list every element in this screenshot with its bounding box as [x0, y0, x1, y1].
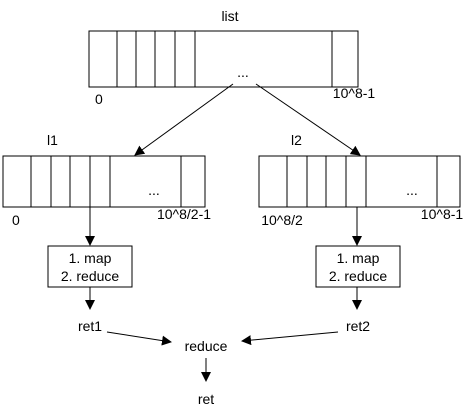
right-array: l2 ... 10^8/2 10^8-1	[258, 132, 464, 228]
top-array-label: list	[221, 8, 238, 24]
merge-reduce-label: reduce	[185, 338, 228, 354]
right-array-label: l2	[291, 132, 302, 148]
left-array-box	[2, 155, 206, 208]
top-array: list ... 0 10^8-1	[88, 8, 376, 107]
right-array-index-end: 10^8-1	[421, 206, 464, 222]
left-array-index-end: 10^8/2-1	[157, 206, 211, 222]
left-array-label: l1	[47, 132, 58, 148]
right-process-box: 1. map 2. reduce	[315, 245, 401, 288]
right-process-rect	[315, 245, 401, 288]
left-process-box: 1. map 2. reduce	[47, 245, 133, 288]
left-array: l1 ... 0 10^8/2-1	[2, 132, 211, 228]
top-array-index-end: 10^8-1	[333, 85, 376, 101]
left-array-index-start: 0	[12, 212, 20, 228]
final-result-label: ret	[198, 391, 214, 407]
right-array-box	[258, 155, 461, 208]
right-process-line-2: 2. reduce	[329, 268, 388, 284]
split-arrow-left	[134, 83, 234, 156]
top-array-box	[88, 30, 359, 88]
right-process-line-1: 1. map	[337, 250, 380, 266]
left-array-ellipsis: ...	[148, 182, 160, 198]
left-process-line-2: 2. reduce	[61, 268, 120, 284]
top-array-index-start: 0	[95, 91, 103, 107]
left-merge-arrow	[106, 331, 172, 346]
right-array-ellipsis: ...	[406, 182, 418, 198]
right-result-label: ret2	[346, 318, 370, 334]
right-array-index-start: 10^8/2	[261, 212, 303, 228]
right-merge-arrow	[241, 331, 339, 346]
left-result-label: ret1	[78, 318, 102, 334]
top-array-ellipsis: ...	[237, 64, 249, 80]
split-arrow-right	[255, 83, 361, 156]
left-process-line-1: 1. map	[69, 250, 112, 266]
